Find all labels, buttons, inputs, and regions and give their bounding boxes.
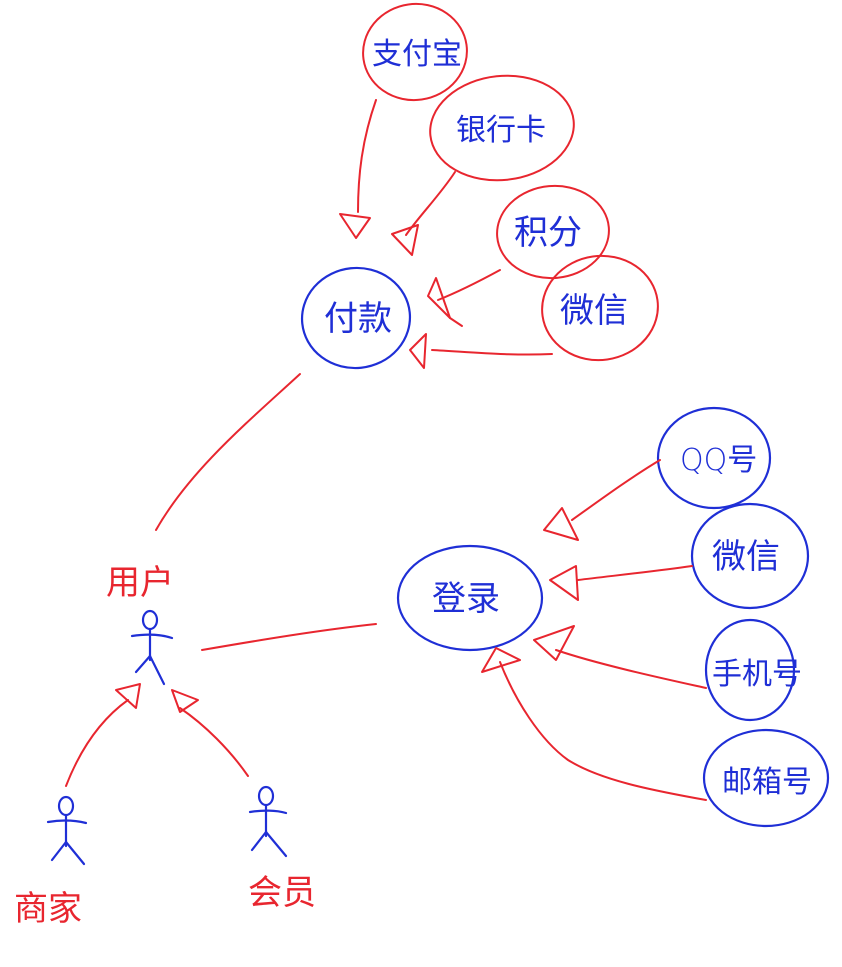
- points-link: [437, 269, 501, 301]
- phone-link: [555, 649, 707, 689]
- use-case-points-ellipse: [496, 184, 610, 280]
- actor-member-figure: [248, 785, 288, 858]
- qq-arrowhead: [543, 507, 579, 541]
- alipay-arrowhead: [339, 213, 371, 239]
- use-case-email-ellipse: [702, 728, 830, 828]
- use-case-email-label: 邮箱号: [722, 765, 812, 800]
- actor-generalizations: [65, 683, 249, 787]
- use-case-phone-label: 手机号: [712, 657, 802, 692]
- email-link: [499, 661, 707, 801]
- wechat-login-link: [577, 565, 693, 581]
- wechat-login-arrowhead: [549, 565, 579, 601]
- bankcard-link: [405, 171, 456, 236]
- use-case-alipay-label: 支付宝: [372, 37, 462, 72]
- buyer-to-user-arrowhead: [115, 683, 141, 709]
- wechat-pay-link: [431, 349, 553, 356]
- actor-buyer-label: 商家: [14, 889, 82, 929]
- use-case-login-ellipse: [396, 544, 544, 652]
- use-case-alipay-ellipse: [362, 2, 468, 102]
- points-arrowhead: [427, 277, 451, 319]
- actor-user-label: 用户: [106, 563, 174, 603]
- member-to-user-link: [179, 707, 249, 777]
- member-to-user-arrowhead: [171, 689, 199, 713]
- wechat-pay-arrowhead: [409, 333, 427, 369]
- use-case-wechat-login-ellipse: [690, 502, 810, 610]
- payment-generalizations: [339, 2, 659, 369]
- buyer-to-user-link: [65, 699, 129, 787]
- use-case-bankcard-ellipse: [429, 74, 575, 182]
- use-case-qq-label: QQ号: [680, 443, 757, 478]
- actor-user-figure: [130, 609, 174, 686]
- use-case-phone-ellipse: [704, 618, 796, 722]
- use-case-payment-ellipse: [300, 266, 412, 370]
- use-case-login-label: 登录: [432, 579, 500, 619]
- phone-arrowhead: [533, 625, 575, 661]
- email-arrowhead: [481, 647, 521, 673]
- use-case-qq-ellipse: [656, 406, 772, 510]
- qq-link: [571, 459, 661, 521]
- user-login-association: [201, 623, 377, 651]
- alipay-link: [357, 99, 377, 213]
- use-case-bankcard-label: 银行卡: [456, 113, 546, 148]
- bankcard-arrowhead: [391, 224, 419, 256]
- use-case-payment-label: 付款: [324, 299, 392, 339]
- actor-member-label: 会员: [248, 873, 316, 913]
- use-case-wechat-pay-label: 微信: [560, 291, 628, 331]
- actor-buyer-figure: [46, 795, 88, 866]
- use-case-points-label: 积分: [514, 213, 582, 253]
- login-generalizations: [481, 459, 707, 801]
- use-case-wechat-login-label: 微信: [712, 537, 780, 577]
- use-case-wechat-pay-ellipse: [541, 254, 659, 362]
- user-payment-association: [155, 373, 301, 531]
